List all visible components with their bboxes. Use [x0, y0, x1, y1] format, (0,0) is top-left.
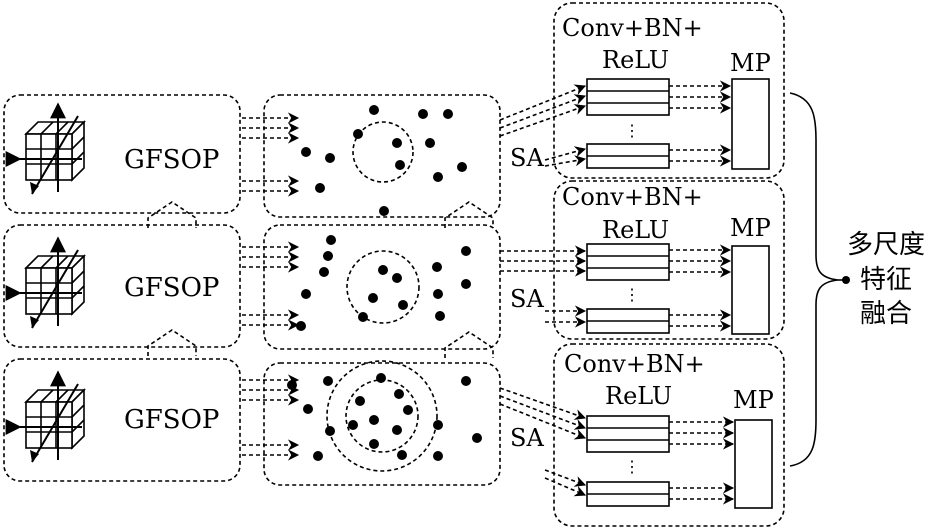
fusion-brace: [789, 92, 839, 467]
module-2: GFSOP SA Conv+BN+ ReLU MP ⋮: [3, 180, 785, 350]
sampling-circle-3-inner: [345, 379, 419, 453]
point-cloud-2: [296, 235, 471, 331]
module-1: GFSOP SA Conv+BN+ ReLU MP ⋮: [3, 2, 785, 218]
conv-line1-1: Conv+BN+: [562, 14, 703, 42]
gfsop-label-3: GFSOP: [124, 405, 219, 435]
gfsop-box-1: [3, 94, 241, 214]
maxpool-box-1: [731, 78, 770, 170]
points-box-2: [263, 224, 501, 350]
sampling-circle-3-outer: [326, 360, 438, 472]
conv-line2-1: ReLU: [602, 46, 669, 74]
maxpool-box-3: [734, 419, 773, 509]
sampling-circle-1: [352, 121, 414, 183]
cube-grid-icon: [20, 238, 84, 328]
sa-label-1: SA: [510, 144, 544, 172]
sa-label-2: SA: [510, 285, 544, 313]
fusion-line2: 特征: [860, 265, 912, 295]
conv-box-3: [553, 343, 785, 527]
point-cloud-1: [301, 105, 467, 216]
feature-stack-top-2: [586, 243, 670, 281]
feature-stack-top-1: [586, 78, 670, 116]
points-box-3: [263, 362, 501, 486]
fusion-line3: 融合: [860, 299, 912, 329]
gfsop-label-1: GFSOP: [124, 145, 219, 175]
scale-connectors: [147, 201, 494, 358]
gfsop-label-2: GFSOP: [124, 273, 219, 303]
mp-label-2: MP: [730, 214, 771, 242]
gfsop-box-3: [3, 358, 241, 482]
conv-line1-2: Conv+BN+: [562, 183, 703, 211]
sa-label-3: SA: [510, 424, 544, 452]
conv-line1-3: Conv+BN+: [564, 350, 705, 378]
module-3: GFSOP SA Conv+BN+ ReLU MP ⋮: [3, 343, 785, 527]
svg-text:⋮: ⋮: [624, 121, 640, 140]
gfsop-box-2: [3, 224, 241, 348]
cube-grid-icon: [20, 372, 84, 462]
point-cloud-3: [287, 373, 482, 461]
conv-box-1: [553, 2, 785, 179]
sampling-circle-2: [346, 250, 420, 324]
svg-text:⋮: ⋮: [624, 457, 640, 476]
mp-label-3: MP: [733, 386, 774, 414]
feature-stack-top-3: [586, 415, 670, 453]
cube-grid-icon: [20, 104, 84, 194]
conv-box-2: [553, 180, 785, 340]
conv-line2-2: ReLU: [602, 216, 669, 244]
mp-label-1: MP: [730, 49, 771, 77]
conv-line2-3: ReLU: [605, 382, 672, 410]
points-box-1: [263, 94, 501, 218]
svg-text:⋮: ⋮: [624, 285, 640, 304]
fusion-line1: 多尺度: [847, 230, 925, 260]
maxpool-box-2: [731, 245, 770, 335]
